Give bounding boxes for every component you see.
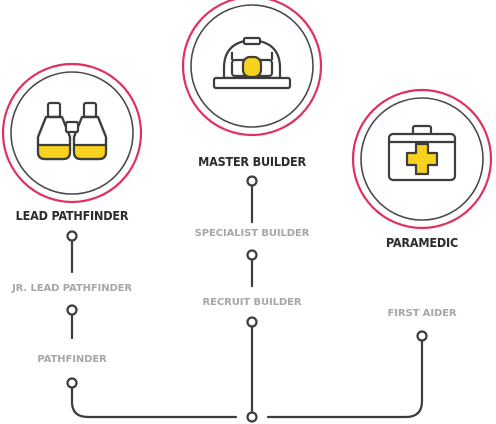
node-recruit-builder: [246, 316, 258, 328]
rank-recruit-builder: RECRUIT BUILDER: [202, 297, 302, 308]
title-paramedic: PARAMEDIC: [385, 235, 459, 250]
badge-lead-pathfinder: [1, 62, 143, 204]
badge-master-builder: [181, 0, 323, 137]
title-master-builder: MASTER BUILDER: [198, 154, 306, 169]
rank-pathfinder: PATHFINDER: [37, 354, 107, 365]
node-paramedic: [416, 330, 428, 342]
node-lead-pathfinder: [66, 230, 78, 242]
binoculars-icon: [36, 101, 108, 161]
node-jr-lead-pathfinder: [66, 304, 78, 316]
connector-paramedic: [266, 336, 424, 419]
node-master-builder: [246, 175, 258, 187]
hard-hat-icon: [212, 36, 292, 90]
rank-specialist-builder: SPECIALIST BUILDER: [194, 228, 310, 239]
title-lead-pathfinder: LEAD PATHFINDER: [15, 208, 129, 223]
connector-nodes: [66, 175, 428, 423]
node-specialist-builder: [246, 249, 258, 261]
rank-first-aider: FIRST AIDER: [387, 308, 457, 319]
node-pathfinder: [66, 377, 78, 389]
connector-lead-pathfinder: [70, 238, 238, 419]
first-aid-kit-icon: [387, 124, 457, 182]
node-junction: [246, 411, 258, 423]
rank-jr-lead-pathfinder: JR. LEAD PATHFINDER: [11, 283, 133, 294]
badge-paramedic: [351, 88, 493, 230]
